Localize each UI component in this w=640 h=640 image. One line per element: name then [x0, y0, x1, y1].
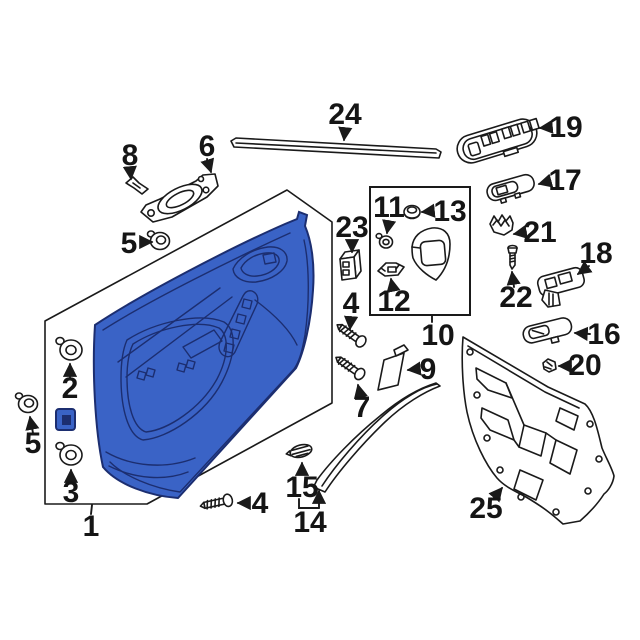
door-trim-panel-body — [92, 210, 315, 500]
master-window-switch-19 — [456, 117, 540, 164]
part-label-8: 8 — [122, 139, 139, 172]
part-label-20: 20 — [568, 349, 601, 382]
hardware-kit-box-10 — [369, 186, 471, 316]
bezel-cap-16 — [522, 317, 573, 344]
water-shield-25 — [461, 336, 615, 525]
retainer-clip-21 — [489, 214, 514, 236]
part-label-12: 12 — [377, 285, 410, 318]
clip-20 — [542, 358, 557, 373]
part-label-23: 23 — [335, 211, 368, 244]
part-label-5-left: 5 — [25, 427, 42, 460]
part-label-22: 22 — [499, 281, 532, 314]
part-label-24: 24 — [328, 98, 362, 131]
part-label-21: 21 — [523, 216, 556, 249]
part-label-4-upper: 4 — [343, 287, 360, 320]
switch-23 — [339, 249, 362, 281]
screw-22 — [507, 244, 518, 270]
clip-15 — [285, 443, 313, 459]
grommet-5-top — [146, 230, 171, 251]
part-label-16: 16 — [587, 318, 620, 351]
part-label-2: 2 — [62, 372, 79, 405]
part-label-25: 25 — [469, 492, 502, 525]
clip-8 — [125, 176, 149, 195]
part-label-13: 13 — [433, 195, 466, 228]
push-pin-clip-3 — [55, 441, 83, 466]
part-label-9: 9 — [420, 353, 437, 386]
inside-handle-bracket-6 — [140, 173, 219, 223]
grommet-11 — [375, 232, 394, 249]
screw-4-lower — [199, 493, 234, 510]
part-label-5-top: 5 — [121, 227, 138, 260]
part-label-6: 6 — [199, 130, 216, 163]
part-label-4-lower: 4 — [252, 487, 269, 520]
bracket-pocket-10 — [411, 227, 451, 281]
switch-housing-18 — [536, 266, 585, 308]
part-label-11: 11 — [373, 191, 405, 224]
part-label-1: 1 — [83, 510, 100, 543]
spring-clip-12 — [377, 262, 405, 277]
door-trim-panel — [92, 210, 315, 500]
door-panel-boundary-frame — [44, 189, 333, 505]
part-label-10: 10 — [421, 319, 454, 352]
belt-weatherstrip-24 — [230, 137, 442, 159]
part-label-7: 7 — [354, 391, 371, 424]
grommet-5-left — [14, 392, 39, 414]
door-trim-panel-details — [102, 232, 309, 493]
grommet-13 — [403, 204, 421, 220]
blue-square-clip — [55, 408, 76, 431]
push-pin-clip-2 — [55, 336, 83, 361]
leader-lines — [25, 119, 593, 515]
switch-bezel-17 — [486, 173, 535, 204]
foam-pad-9 — [377, 344, 409, 391]
part-label-15: 15 — [285, 471, 318, 504]
screw-7 — [335, 356, 366, 381]
part-label-14: 14 — [293, 506, 327, 539]
part-label-18: 18 — [579, 237, 612, 270]
sill-trim-strip-14 — [313, 382, 441, 493]
part-label-3: 3 — [63, 476, 80, 509]
part-number-labels: 1 2 3 4 4 5 5 6 7 8 9 10 11 12 13 14 15 … — [25, 98, 621, 543]
part-label-19: 19 — [549, 111, 582, 144]
part-label-17: 17 — [548, 164, 581, 197]
